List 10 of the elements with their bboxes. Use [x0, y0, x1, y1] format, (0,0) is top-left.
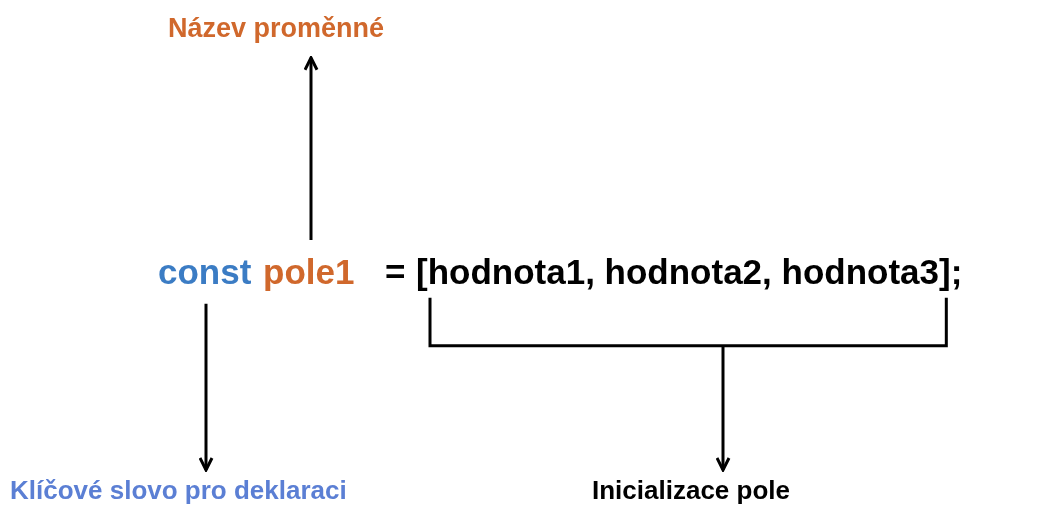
initialization-caption: Inicializace pole	[592, 475, 790, 505]
variable-name-text: pole1	[263, 252, 355, 291]
array-literal-text: [hodnota1, hodnota2, hodnota3];	[416, 252, 963, 291]
arrow	[715, 345, 731, 472]
keyword-caption: Klíčové slovo pro deklaraci	[10, 475, 347, 505]
keyword-text: const	[158, 252, 252, 291]
variable-name-caption: Název proměnné	[168, 13, 385, 43]
equals-sign: =	[385, 251, 406, 293]
arrow	[198, 303, 214, 472]
arrow	[303, 56, 319, 240]
